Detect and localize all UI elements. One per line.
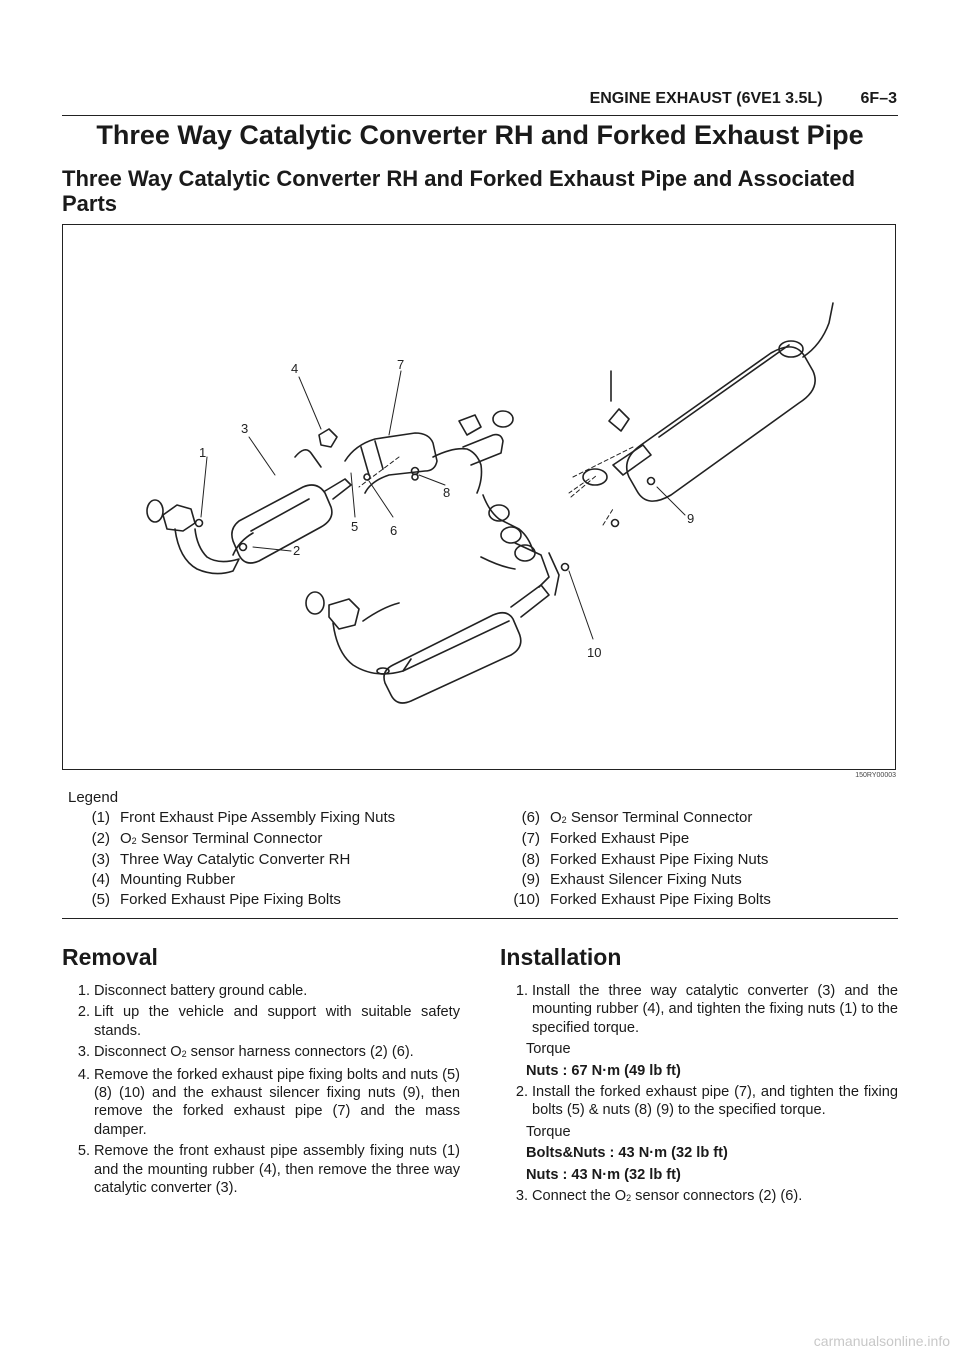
removal-step-4: 4.Remove the forked exhaust pipe fixing … xyxy=(77,1066,460,1138)
leader-lines xyxy=(200,370,686,640)
nut-1 xyxy=(194,518,204,528)
lower-fork xyxy=(514,542,550,588)
tailpipe xyxy=(802,302,834,358)
figure-heading: Three Way Catalytic Converter RH and For… xyxy=(62,166,856,216)
callout-6: 6 xyxy=(390,523,397,538)
torque-spec-1: Torque Nuts : 67 N·m (49 lb ft) xyxy=(526,1040,898,1080)
legend-item: (5)Forked Exhaust Pipe Fixing Bolts xyxy=(91,891,341,909)
callout-3: 3 xyxy=(241,421,248,436)
nut-9 xyxy=(646,476,656,486)
cat-converter-rh xyxy=(231,484,333,564)
ring-a xyxy=(488,504,510,522)
legend-item: (6)O2 Sensor Terminal Connector xyxy=(521,809,753,826)
legend-item: (10)Forked Exhaust Pipe Fixing Bolts xyxy=(513,891,771,909)
legend-item: (3)Three Way Catalytic Converter RH xyxy=(91,850,351,868)
torque-value: Nuts : 67 N·m (49 lb ft) xyxy=(526,1062,681,1079)
legend-item: (8)Forked Exhaust Pipe Fixing Nuts xyxy=(521,850,769,868)
clamp-lines xyxy=(360,440,384,476)
fork-bend xyxy=(432,447,483,494)
exhaust-silencer xyxy=(625,346,816,502)
lower-fork-2 xyxy=(548,552,560,596)
callout-7: 7 xyxy=(397,357,404,372)
watermark: carmanualsonline.info xyxy=(813,1333,950,1349)
torque-label: Torque xyxy=(526,1123,571,1140)
page-title: Three Way Catalytic Converter RH and For… xyxy=(96,120,864,150)
installation-steps: 1.Install the three way catalytic conver… xyxy=(502,982,898,1209)
header-rule xyxy=(62,115,898,116)
legend-left: Legend (1)Front Exhaust Pipe Assembly Fi… xyxy=(62,788,482,911)
removal-steps: 1.Disconnect battery ground cable. 2.Lif… xyxy=(64,982,460,1200)
cat-outlet xyxy=(324,478,352,500)
ring-b xyxy=(500,526,522,544)
hanger-bracket xyxy=(608,370,630,432)
nut-9b xyxy=(610,518,620,528)
gasket-top xyxy=(458,414,482,436)
exhaust-diagram: 1 2 3 4 5 6 7 8 9 10 xyxy=(62,224,896,770)
figure-code: 150RY00003 xyxy=(855,772,896,779)
callout-10: 10 xyxy=(587,645,601,660)
callout-9: 9 xyxy=(687,511,694,526)
bolt-10 xyxy=(560,562,570,572)
cat-lh-outlet xyxy=(510,584,550,618)
legend-right: (6)O2 Sensor Terminal Connector (7)Forke… xyxy=(492,808,896,910)
nut-8 xyxy=(411,473,419,481)
section-name: ENGINE EXHAUST (6VE1 3.5L) xyxy=(589,90,823,107)
removal-step-5: 5.Remove the front exhaust pipe assembly… xyxy=(77,1143,460,1197)
bolt-6 xyxy=(363,473,371,481)
legend-title: Legend xyxy=(68,789,119,806)
connector-2 xyxy=(376,667,390,675)
pipe-bend-1 xyxy=(232,532,254,556)
callout-2: 2 xyxy=(293,543,300,558)
sensor-wire-2 xyxy=(362,602,400,622)
removal-heading: Removal xyxy=(62,944,158,970)
install-step-2: 2.Install the forked exhaust pipe (7), a… xyxy=(515,1084,898,1119)
legend-item: (1)Front Exhaust Pipe Assembly Fixing Nu… xyxy=(91,809,396,827)
gasket-silencer xyxy=(582,468,608,486)
callout-1: 1 xyxy=(199,445,206,460)
legend-rule xyxy=(62,918,898,919)
legend-item: (9)Exhaust Silencer Fixing Nuts xyxy=(521,870,742,888)
guide-lines xyxy=(358,446,634,494)
legend-item: (2)O2 Sensor Terminal Connector xyxy=(91,829,323,847)
flange-2 xyxy=(328,598,360,630)
torque-value: Nuts : 43 N·m (32 lb ft) xyxy=(526,1166,681,1183)
connector-o2 xyxy=(238,542,248,552)
tail-flange xyxy=(778,340,804,358)
removal-step-1: 1.Disconnect battery ground cable. xyxy=(77,983,308,999)
flange-1 xyxy=(162,504,196,532)
guide-lines-2 xyxy=(570,474,614,526)
removal-step-3: 3.Disconnect O2 sensor harness connector… xyxy=(77,1044,414,1061)
legend-item: (7)Forked Exhaust Pipe xyxy=(521,830,690,848)
gasket-ring-1 xyxy=(146,499,164,523)
page-header: ENGINE EXHAUST (6VE1 3.5L) 6F–3 xyxy=(500,90,897,108)
removal-step-2: 2.Lift up the vehicle and support with s… xyxy=(77,1004,460,1039)
silencer-inlet xyxy=(612,444,652,476)
fork-down-pipe xyxy=(482,494,534,552)
callout-4: 4 xyxy=(291,361,298,376)
fork-joint xyxy=(462,433,504,466)
page-number: 6F–3 xyxy=(860,90,897,107)
forked-pipe-upper xyxy=(344,432,438,494)
bracket-3 xyxy=(294,449,322,468)
callout-5: 5 xyxy=(351,519,358,534)
torque-value: Bolts&Nuts : 43 N·m (32 lb ft) xyxy=(526,1145,728,1162)
silencer-seam xyxy=(658,344,790,438)
cat-seam xyxy=(250,498,310,532)
front-pipe-2 xyxy=(332,622,412,675)
sensor-wire-6 xyxy=(480,556,516,570)
gasket-ring-top xyxy=(492,410,514,428)
exhaust-illustration: 1 2 3 4 5 6 7 8 9 10 xyxy=(146,302,834,704)
cat-lh-seam xyxy=(402,620,510,672)
legend-item: (4)Mounting Rubber xyxy=(91,871,236,889)
torque-spec-2: Torque Bolts&Nuts : 43 N·m (32 lb ft) Nu… xyxy=(526,1123,898,1184)
installation-heading: Installation xyxy=(500,944,622,970)
front-pipe-1 xyxy=(174,528,240,575)
gasket-ring-2 xyxy=(305,591,325,615)
callout-8: 8 xyxy=(443,485,450,500)
install-step-3: 3.Connect the O2 sensor connectors (2) (… xyxy=(515,1188,803,1205)
mounting-rubber xyxy=(318,428,338,448)
cat-converter-lh xyxy=(383,611,522,704)
install-step-1: 1.Install the three way catalytic conver… xyxy=(515,983,898,1036)
torque-label: Torque xyxy=(526,1041,571,1058)
